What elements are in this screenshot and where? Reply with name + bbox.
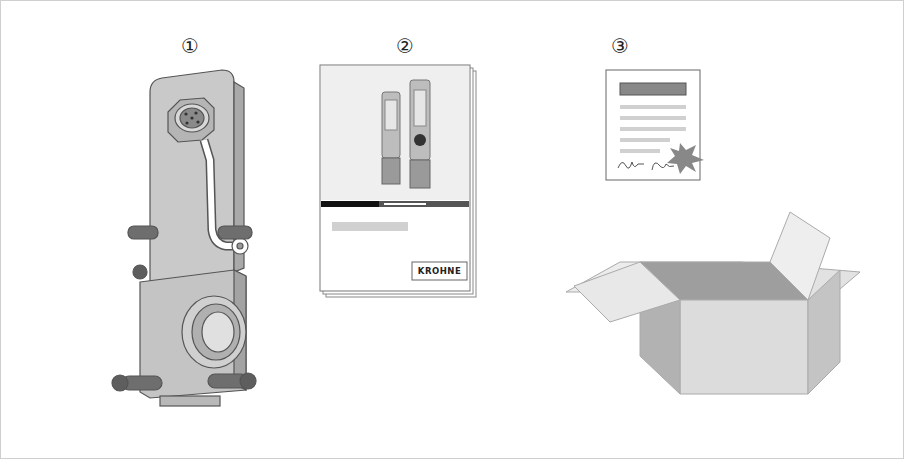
callout-number: ① xyxy=(181,36,199,56)
flow-sensor xyxy=(112,70,256,406)
callout-number: ② xyxy=(396,36,414,56)
brand-logo: KROHNE xyxy=(418,267,461,276)
callout-number: ③ xyxy=(611,36,629,56)
open-box xyxy=(566,212,860,394)
manual xyxy=(320,65,476,297)
certificate xyxy=(606,70,704,180)
